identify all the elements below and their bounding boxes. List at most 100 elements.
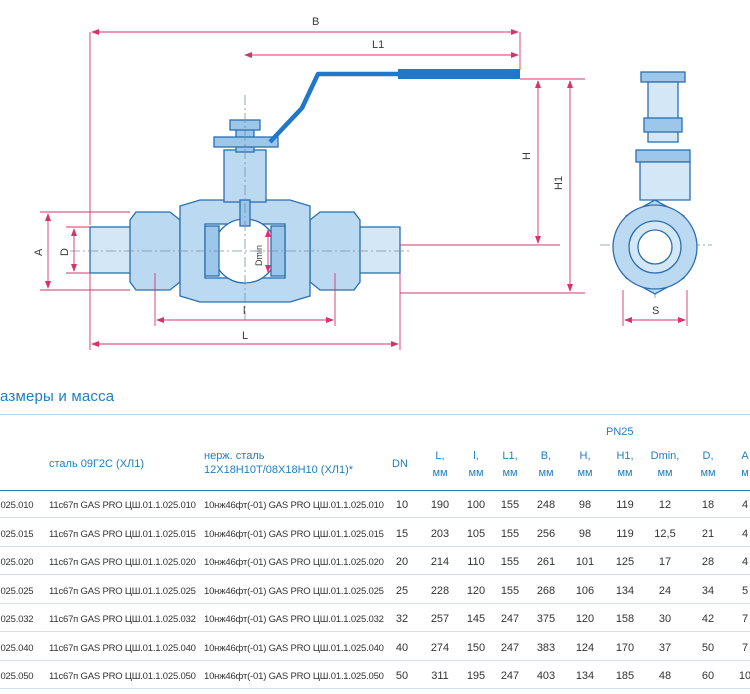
dim-label-S: S [652,305,659,317]
cell-h: 98 [578,499,592,511]
valve-end-view [612,71,698,295]
cell-d: 18 [701,499,715,511]
cell-l: 190 [430,499,450,511]
column-header-a: A [741,450,749,462]
cell-l1: 247 [500,670,520,682]
cell-d: 34 [701,584,715,597]
cell-l: 228 [430,584,450,597]
header-steel-09g2s: сталь 09Г2С (ХЛ1) [49,458,145,470]
cell-steel-model: 11с67п GAS PRO ЦШ.01.1.025.020 [49,557,196,568]
dimension-lines [40,29,688,350]
column-header-h: H, [579,450,591,462]
cell-l: 120 [466,584,486,597]
cell-code: .025.020 [0,557,34,568]
cell-stainless-model: 10нж46фт(-01) GAS PRO ЦШ.01.1.025.040 [204,642,384,654]
cell-d: 21 [701,527,715,540]
cell-a: 4 [741,527,749,540]
cell-dmin: 30 [658,613,672,625]
cell-h1: 158 [615,613,635,625]
cell-code: .025.025 [0,585,34,597]
dim-label-B: B [312,16,319,28]
cell-h1: 119 [616,499,634,511]
row-divider [0,631,750,632]
cell-a: 10 [738,670,750,682]
cell-a: 7 [741,641,749,654]
cell-dmin: 48 [658,670,672,682]
cell-code: .025.010 [0,500,34,511]
section-title: азмеры и масса [0,388,115,405]
cell-d: 28 [701,556,715,568]
row-divider [0,602,750,604]
header-stainless-line1: нерж. сталь [204,450,265,462]
cell-steel-model: 11с67п GAS PRO ЦШ.01.1.025.015 [49,528,196,540]
column-unit-dmin: мм [657,467,673,479]
header-stainless-line2: 12Х18Н10Т/08Х18Н10 (ХЛ1)* [204,464,354,476]
table-row: .025.010 11с67п GAS PRO ЦШ.01.1.025.010 10… [0,492,750,518]
dimensions-table: PN25 сталь 09Г2С (ХЛ1) нерж. сталь 12Х18… [0,420,750,694]
cell-b: 248 [536,499,556,511]
cell-steel-model: 11с67п GAS PRO ЦШ.01.1.025.040 [49,642,196,654]
column-unit-l: мм [432,467,448,479]
cell-a: 4 [741,556,749,568]
dim-label-L1: L1 [372,39,384,51]
row-divider [0,659,750,661]
cell-l1: 155 [500,499,520,511]
cell-dn: 10 [395,499,409,511]
cell-l: 195 [466,670,486,682]
column-header-b: B, [540,450,552,462]
cell-dmin: 17 [658,556,672,568]
column-unit-l1: мм [502,467,518,479]
row-divider [0,517,750,518]
cell-stainless-model: 10нж46фт(-01) GAS PRO ЦШ.01.1.025.050 [204,671,384,682]
cell-steel-model: 11с67п GAS PRO ЦШ.01.1.025.050 [49,671,196,682]
cell-dn: 25 [395,584,409,597]
cell-steel-model: 11с67п GAS PRO ЦШ.01.1.025.010 [49,500,196,511]
cell-b: 256 [536,527,556,540]
cell-dn: 50 [395,670,409,682]
valve-handle [268,69,520,144]
cell-h: 106 [575,584,595,597]
column-header-dmin: Dmin, [650,450,680,462]
cell-dn: 32 [395,613,409,625]
cell-h: 101 [575,556,595,568]
cell-l: 145 [466,613,486,625]
column-header-h1: H1, [616,450,634,462]
cell-l: 257 [430,613,450,625]
cell-l1: 247 [500,641,520,654]
cell-dmin: 12,5 [654,527,676,540]
cell-l: 203 [430,527,450,540]
cell-l: 150 [466,641,486,654]
cell-b: 261 [536,556,556,568]
cell-h1: 170 [615,641,635,654]
row-divider [0,545,750,547]
dim-label-l: l [243,305,245,317]
cell-b: 375 [536,613,556,625]
cell-steel-model: 11с67п GAS PRO ЦШ.01.1.025.032 [49,614,196,625]
cell-dmin: 24 [658,584,672,597]
cell-steel-model: 11с67п GAS PRO ЦШ.01.1.025.025 [49,585,196,597]
column-header-l: l, [473,450,479,462]
header-rule [0,490,750,491]
column-header-d: D, [702,450,714,462]
cell-stainless-model: 10нж46фт(-01) GAS PRO ЦШ.01.1.025.032 [204,614,384,625]
cell-h1: 134 [615,584,635,597]
cell-l: 311 [431,670,449,682]
cell-a: 4 [741,499,749,511]
cell-code: .025.015 [0,528,34,540]
row-divider [0,688,750,689]
cell-l: 214 [430,556,450,568]
column-header-l1: L1, [502,450,518,462]
table-row: .025.025 11с67п GAS PRO ЦШ.01.1.025.025 10… [0,578,750,604]
column-header-l: L, [435,450,445,462]
column-unit-h1: мм [617,467,633,479]
cell-dn: 15 [395,527,409,540]
dim-label-H: H [521,152,533,160]
header-pn: PN25 [606,426,634,438]
cell-l1: 155 [500,584,520,597]
dim-label-A: A [33,248,45,256]
cell-d: 60 [701,670,715,682]
cell-l1: 155 [500,527,520,540]
cell-stainless-model: 10нж46фт(-01) GAS PRO ЦШ.01.1.025.020 [204,557,384,568]
